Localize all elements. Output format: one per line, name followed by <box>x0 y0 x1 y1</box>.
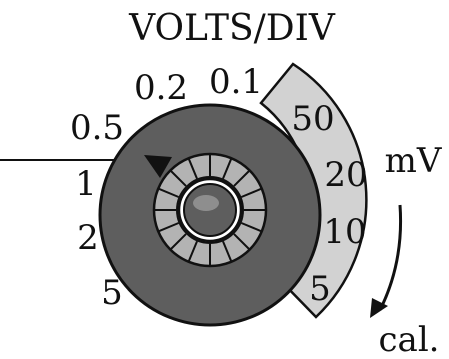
mv-label-5: 5 <box>309 269 331 309</box>
knurl-tick <box>222 241 232 262</box>
knurl-tick <box>170 233 187 250</box>
mv-label-10: 10 <box>323 212 366 252</box>
volt-label-0-1: 0.1 <box>209 62 263 102</box>
mv-label-20: 20 <box>324 155 367 195</box>
knob-inner-hub-ring <box>176 176 244 244</box>
mv-unit-label: mV <box>385 141 443 181</box>
knurl-tick <box>241 222 262 232</box>
pointer-arrowhead <box>144 155 172 178</box>
knurl-tick <box>188 158 198 179</box>
knurl-tick <box>233 233 250 250</box>
cal-arrowhead <box>370 298 388 318</box>
cal-arrow-shaft <box>378 204 403 311</box>
knurl-tick <box>170 170 187 187</box>
knurl-tick <box>241 188 262 198</box>
knurl-tick <box>222 158 232 179</box>
chart-title: VOLTS/DIV <box>128 8 336 49</box>
volt-label-0-2: 0.2 <box>134 68 188 108</box>
knurl-tick <box>233 170 250 187</box>
knurl-tick <box>158 188 179 198</box>
knurl-tick <box>188 241 198 262</box>
knurl-tick <box>158 222 179 232</box>
knob-center-highlight <box>193 195 219 211</box>
cal-label: cal. <box>379 320 440 359</box>
volt-label-5: 5 <box>101 273 123 313</box>
knob-knurl-ticks <box>155 155 265 265</box>
volt-label-1: 1 <box>75 164 97 204</box>
volt-label-0-5: 0.5 <box>70 108 124 148</box>
volt-label-2: 2 <box>77 218 99 258</box>
mv-label-50: 50 <box>291 99 334 139</box>
